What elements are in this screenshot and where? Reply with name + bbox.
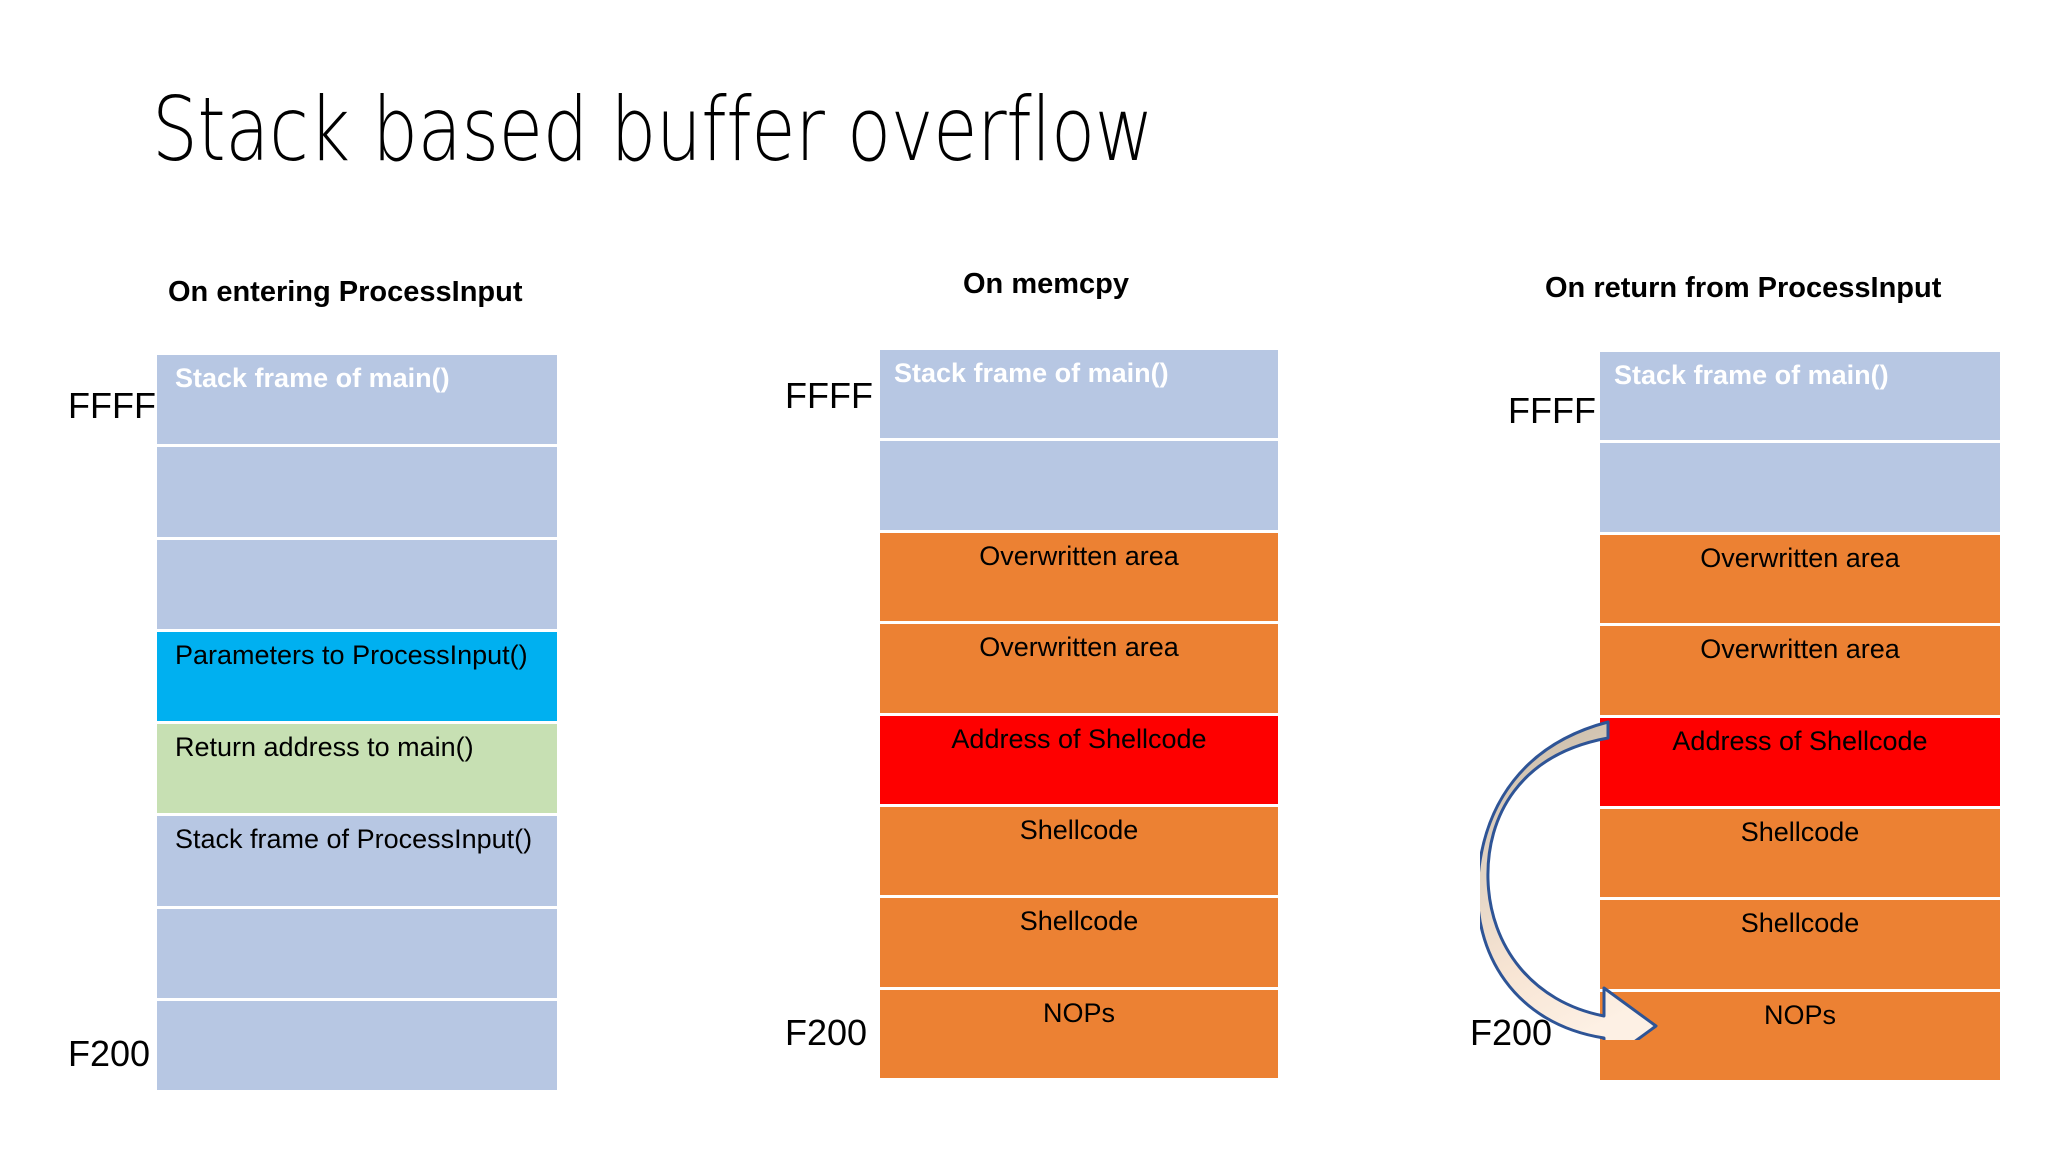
stack-row-label [157,447,557,456]
stack-row-label: Stack frame of main() [1614,360,1889,390]
stack-row [1600,443,2000,535]
address-label-bottom-panel-3: F200 [1470,1012,1553,1053]
stack-row-label: Address of Shellcode [951,723,1207,754]
stack-row-label: Shellcode [1740,816,1860,847]
stack-row-label: Parameters to ProcessInput() [175,639,528,670]
stack-row-label: Shellcode [1740,908,1860,939]
page-title: Stack based buffer overflow [152,78,1154,181]
stack-row: Address of Shellcode [1600,717,2000,809]
stack-row: Stack frame of ProcessInput() [157,816,557,909]
stack-row-label: Address of Shellcode [1672,725,1928,756]
stack-row-label: Overwritten area [1700,542,1900,573]
stack-row-label: Overwritten area [979,540,1179,571]
stack-row-label [157,1001,557,1010]
stack-row-label: NOPs [1042,997,1115,1028]
stack-row: Stack frame of main() [1600,352,2000,444]
stack-diagram-panel-1: Stack frame of main() Parameters to Proc… [157,355,557,1090]
stack-diagram-panel-3: Stack frame of main() Overwritten area O… [1600,352,2000,1080]
stack-row [880,441,1278,533]
stack-row-label: Stack frame of main() [175,363,450,393]
stack-row: Shellcode [1600,900,2000,992]
stack-diagram-panel-2: Stack frame of main() Overwritten area O… [880,350,1278,1078]
stack-row-label: Overwritten area [979,632,1179,663]
stack-row-label [157,540,557,549]
stack-row-label: Stack frame of main() [894,358,1169,388]
stack-row: Stack frame of main() [880,350,1278,442]
stack-row-label: Stack frame of ProcessInput() [175,824,533,855]
stack-row: Overwritten area [1600,626,2000,718]
stack-row [157,447,557,540]
stack-row [157,539,557,632]
stack-row-label [1600,443,2000,452]
stack-row: Shellcode [880,806,1278,899]
address-label-top-panel-3: FFFF [1508,390,1596,431]
stack-row-label [880,441,1278,450]
stack-row: Address of Shellcode [880,715,1278,807]
address-label-bottom-panel-2: F200 [785,1012,868,1053]
stack-row-label [157,909,557,918]
stack-row-label: Shellcode [1019,906,1139,937]
stack-row-label: Shellcode [1019,814,1139,845]
stack-row-label: Overwritten area [1700,634,1900,665]
stack-row: Overwritten area [1600,534,2000,627]
stack-row [157,1000,557,1090]
stack-row: Parameters to ProcessInput() [157,631,557,724]
stack-row-label: Return address to main() [175,732,474,762]
stack-row: Stack frame of main() [157,355,557,448]
panel-heading-on-return: On return from ProcessInput [1545,272,1942,304]
address-label-bottom-panel-1: F200 [68,1033,151,1074]
stack-row: Overwritten area [880,532,1278,625]
stack-row: Overwritten area [880,624,1278,716]
stack-row: Shellcode [1600,808,2000,901]
stack-row [157,908,557,1001]
stack-row: Return address to main() [157,724,557,817]
address-label-top-panel-1: FFFF [68,385,156,426]
panel-heading-on-memcpy: On memcpy [963,268,1129,300]
stack-row: NOPs [1600,991,2000,1080]
stack-row-label: NOPs [1763,999,1836,1030]
address-label-top-panel-2: FFFF [785,375,873,416]
panel-heading-on-entering: On entering ProcessInput [168,276,523,308]
stack-row: NOPs [880,989,1278,1078]
stack-row: Shellcode [880,898,1278,990]
